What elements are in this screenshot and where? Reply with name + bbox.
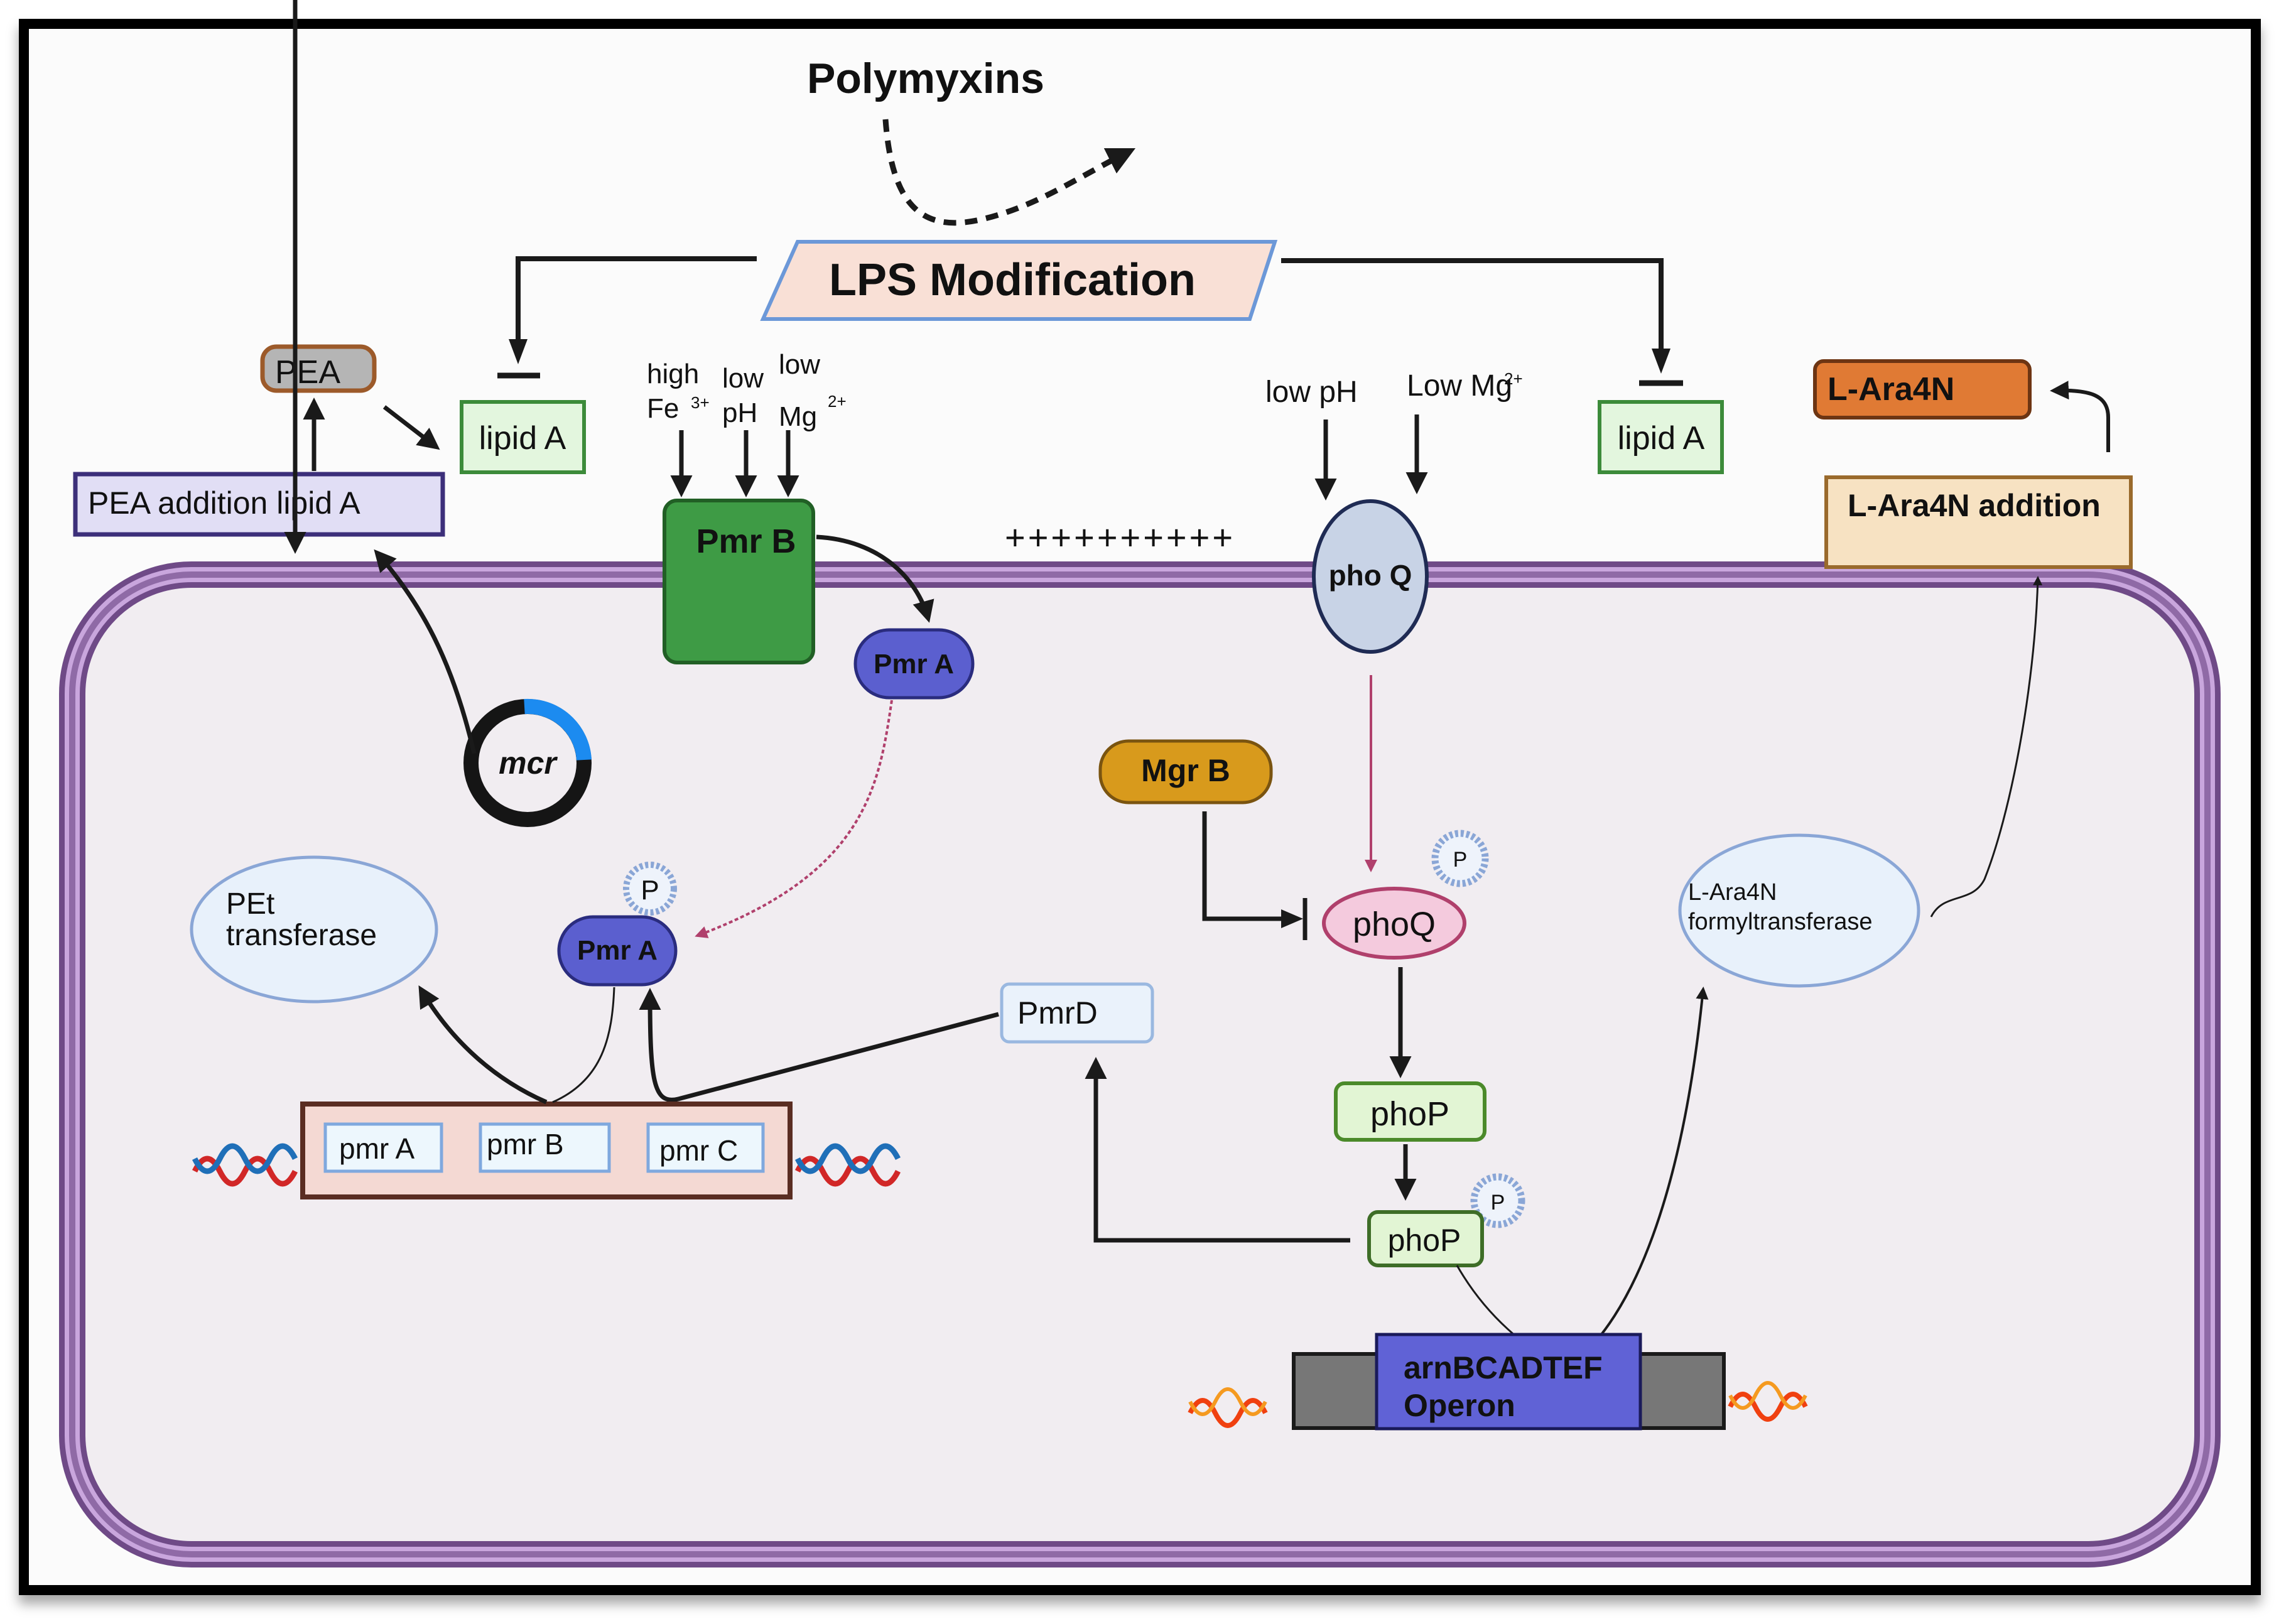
operon-to-pet-transferase-arrow bbox=[418, 985, 548, 1105]
svg-text:P: P bbox=[1491, 1191, 1505, 1215]
addition-to-l-ara4n-arrow bbox=[2050, 381, 2110, 452]
svg-text:lipid A: lipid A bbox=[1618, 420, 1705, 457]
lipid-a-right: lipid A bbox=[1598, 400, 1724, 474]
svg-text:2+: 2+ bbox=[828, 392, 847, 411]
pho-signal-ph: low pH bbox=[1265, 376, 1358, 409]
svg-text:L-Ara4N addition: L-Ara4N addition bbox=[1848, 488, 2101, 523]
pet-transferase-node: PEt transferase bbox=[190, 855, 438, 1004]
l-ara4n-formyltransferase-node: L-Ara4N formyltransferase bbox=[1678, 833, 1920, 988]
operon-to-pmrA-line bbox=[552, 987, 615, 1103]
svg-text:3+: 3+ bbox=[691, 393, 710, 412]
pmrB-node: Pmr B bbox=[663, 499, 815, 664]
phoP-to-pmrD-arrow bbox=[1085, 1057, 1350, 1243]
mgrB-inhibits-phoQ bbox=[1202, 811, 1294, 921]
svg-text:pmr C: pmr C bbox=[659, 1134, 738, 1167]
svg-text:low: low bbox=[722, 363, 764, 394]
svg-text:Pmr B: Pmr B bbox=[696, 522, 796, 560]
svg-text:PEA: PEA bbox=[275, 354, 340, 391]
formyltransferase-to-addition-arrow bbox=[1930, 576, 2043, 918]
lps-to-lipid-a-right-inhibit bbox=[1281, 258, 1664, 352]
svg-text:Fe: Fe bbox=[647, 393, 679, 424]
svg-text:pho Q: pho Q bbox=[1329, 559, 1412, 592]
svg-text:phoP: phoP bbox=[1370, 1095, 1449, 1133]
lps-to-lipid-a-left-inhibit bbox=[516, 256, 757, 342]
svg-text:Operon: Operon bbox=[1404, 1388, 1515, 1423]
svg-text:phoP: phoP bbox=[1388, 1223, 1461, 1258]
svg-text:transferase: transferase bbox=[226, 919, 377, 952]
pho-signal-mg-sup: 2+ bbox=[1504, 369, 1523, 388]
phospho-badge: P bbox=[623, 862, 677, 916]
svg-text:pmr B: pmr B bbox=[487, 1128, 564, 1161]
svg-text:phoQ: phoQ bbox=[1353, 906, 1436, 943]
svg-text:pmr A: pmr A bbox=[339, 1132, 414, 1165]
svg-text:formyltransferase: formyltransferase bbox=[1688, 909, 1873, 935]
pmrD-to-pmrA-arrow bbox=[639, 988, 999, 1102]
phospho-badge: P bbox=[1431, 830, 1489, 887]
lps-modification-box: LPS Modification bbox=[760, 240, 1278, 321]
mgrB-node: Mgr B bbox=[1098, 739, 1273, 804]
svg-text:arnBCADTEF: arnBCADTEF bbox=[1404, 1350, 1603, 1385]
mcr-plasmid: mcr bbox=[463, 698, 592, 827]
pmrA-to-phospho-pmrA-arrow bbox=[695, 700, 893, 938]
phoP-node: phoP bbox=[1334, 1081, 1486, 1142]
pmr-operon-gene-c: pmr C bbox=[646, 1122, 765, 1173]
pmr-operon: pmr A pmr B pmr C bbox=[192, 1102, 901, 1199]
cell-membrane bbox=[59, 561, 2221, 1567]
svg-text:Pmr A: Pmr A bbox=[874, 649, 954, 679]
svg-text:PmrD: PmrD bbox=[1017, 995, 1098, 1031]
positive-charges: ++++++++++ bbox=[1005, 517, 1235, 557]
inhibit-arrowhead bbox=[1652, 349, 1671, 374]
pea-addition-box: PEA addition lipid A bbox=[73, 472, 445, 537]
svg-text:PEt: PEt bbox=[226, 887, 274, 921]
svg-text:L-Ara4N: L-Ara4N bbox=[1688, 879, 1777, 906]
pea-node: PEA bbox=[260, 344, 377, 393]
svg-text:Mgr B: Mgr B bbox=[1141, 753, 1230, 788]
phoQ-membrane-node: pho Q bbox=[1312, 499, 1429, 654]
phoP-phospho-node: phoP bbox=[1367, 1210, 1484, 1267]
pmrA-phospho-node: Pmr A bbox=[557, 915, 678, 987]
l-ara4n-node: L-Ara4N bbox=[1813, 359, 2032, 420]
pmrA-membrane-node: Pmr A bbox=[853, 628, 975, 700]
pho-signal-mg: Low Mg bbox=[1407, 369, 1512, 403]
inhibit-arrowhead bbox=[1281, 909, 1303, 928]
svg-text:P: P bbox=[1453, 848, 1468, 872]
svg-text:L-Ara4N: L-Ara4N bbox=[1828, 371, 1954, 408]
polymyxins-label: Polymyxins bbox=[807, 55, 1044, 102]
phoQ-cyto-node: phoQ bbox=[1322, 887, 1466, 960]
svg-text:high: high bbox=[647, 359, 699, 389]
pmr-signals: high Fe 3+ low pH low Mg 2+ bbox=[647, 349, 847, 432]
inhibit-arrowhead bbox=[509, 339, 528, 364]
svg-text:lipid A: lipid A bbox=[479, 420, 566, 457]
pea-to-lipid-a-arrow bbox=[382, 405, 440, 450]
svg-text:low: low bbox=[779, 349, 820, 380]
pmrD-node: PmrD bbox=[1000, 982, 1154, 1044]
svg-text:PEA addition lipid A: PEA addition lipid A bbox=[88, 485, 360, 521]
svg-text:Mg: Mg bbox=[779, 401, 817, 432]
lipid-a-left: lipid A bbox=[460, 400, 586, 474]
svg-text:mcr: mcr bbox=[499, 745, 558, 781]
pmr-operon-gene-b: pmr B bbox=[479, 1122, 611, 1173]
phospho-badge: P bbox=[1470, 1173, 1525, 1228]
svg-text:Pmr A: Pmr A bbox=[577, 935, 658, 966]
polymyxins-dashed-arrow bbox=[882, 119, 1136, 226]
l-ara4n-addition-box: L-Ara4N addition bbox=[1824, 475, 2133, 569]
svg-text:P: P bbox=[641, 875, 659, 906]
mcr-to-pea-addition-arrow bbox=[374, 549, 477, 754]
arn-operon: arnBCADTEF Operon bbox=[1188, 1333, 1808, 1431]
svg-text:pH: pH bbox=[722, 398, 757, 428]
lps-modification-label: LPS Modification bbox=[829, 255, 1196, 305]
pmr-operon-gene-a: pmr A bbox=[323, 1122, 443, 1173]
pmrB-to-pmrA-arrow bbox=[816, 534, 934, 623]
